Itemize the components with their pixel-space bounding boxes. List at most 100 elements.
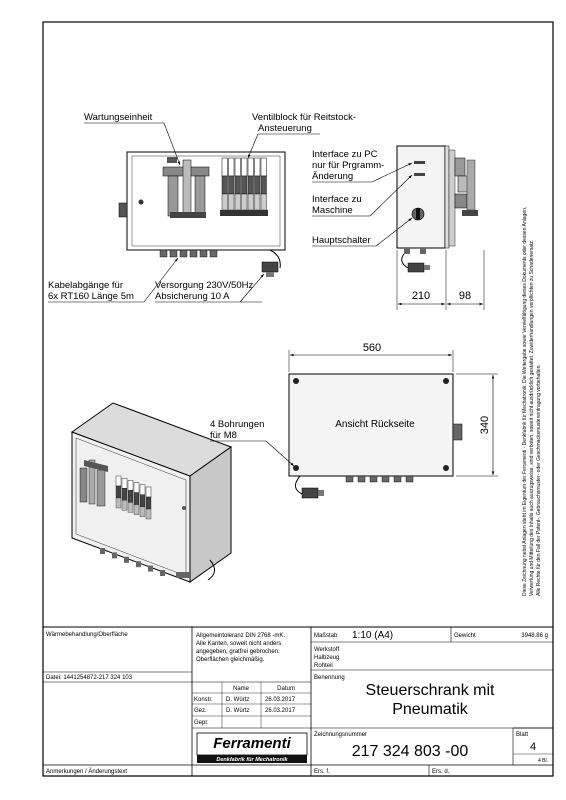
iso-valve-fitting [139, 506, 146, 517]
cable-glands-back [345, 475, 414, 483]
werkstoff-label: Werkstoff [314, 647, 339, 653]
cable-gland-icon [199, 249, 208, 258]
cabinet-back [288, 373, 454, 477]
back-view: Ansicht Rückseite [288, 373, 463, 499]
callout-interface-pc-1: Interface zu PC [312, 149, 378, 160]
iso-cable-glands [100, 548, 165, 576]
iso-valve-coil [115, 475, 122, 487]
isometric-view [70, 402, 233, 583]
copyright-note: Diese Zeichnung nebst Anlagen steht im E… [522, 207, 542, 596]
valve-fitting [234, 193, 241, 211]
valve-coil [254, 157, 261, 177]
iso-valve-fitting [121, 500, 128, 511]
valve-coil [234, 157, 241, 177]
gez-label: Gez. [194, 708, 207, 714]
callouts: Wartungseinheit Ventilblock für Reitstoc… [48, 112, 413, 467]
valve-block [220, 157, 268, 216]
cable-gland-icon [159, 249, 168, 258]
cable-glands-front [159, 249, 218, 258]
datum-header: Datum [277, 686, 295, 692]
dim-back-width: 560 [363, 342, 381, 354]
valve-body [254, 175, 261, 195]
dim-side-width: 210 [412, 290, 430, 302]
cable-gland-icon [369, 475, 378, 483]
machine-interface-connector [414, 173, 425, 176]
iso-valve-body [121, 488, 128, 501]
callout-wartungseinheit: Wartungseinheit [84, 112, 153, 123]
callout-versorgung-2: Absicherung 10 A [155, 291, 230, 302]
valve-body [234, 175, 241, 195]
copyright-note-line-2: Verwertung und Mitteilung des Inhalts au… [529, 240, 535, 596]
tolerance-line-4: Oberflächen gleichmäßig. [196, 657, 265, 663]
gez-date: 26.03.2017 [265, 708, 296, 714]
iso-valve-body [139, 494, 146, 507]
gez-name: D. Würtz [226, 708, 249, 714]
cable-gland-icon [357, 475, 366, 483]
massstab-label: Maßstab [314, 633, 338, 639]
ferramenti-logo: Ferramenti Denkfabrik für Mechatronik [196, 732, 308, 763]
iso-cable-gland-icon [100, 548, 105, 554]
iso-cable-gland-icon [112, 552, 117, 559]
iso-cable-gland-icon [160, 570, 165, 576]
cable-gland-icon [381, 475, 390, 483]
tolerance-line-3: angegeben, gratfrei gebrochen. [196, 649, 280, 655]
blatt-label: Blatt [516, 732, 528, 738]
callout-ventilblock-2: Ansteuerung [258, 123, 312, 134]
bore-hole-icon [293, 378, 299, 384]
cable-gland-icon [189, 249, 198, 258]
cable-gland-icon [393, 475, 402, 483]
drawing-title-line-1: Steuerschrank mit [366, 682, 495, 699]
ers-f-label: Ers. f. [314, 769, 330, 775]
cabinet-door [131, 155, 281, 247]
konstr-date: 26.03.2017 [265, 697, 296, 703]
valve-coil [228, 157, 235, 177]
konstr-label: Konstr. [194, 697, 213, 703]
valve-body [228, 175, 235, 195]
iso-valve-fitting [127, 502, 134, 513]
valve-body [241, 175, 248, 195]
side-pneumatic-unit [454, 157, 478, 216]
copyright-note-line-1: Diese Zeichnung nebst Anlagen steht im E… [522, 207, 528, 596]
iso-valve-coil [121, 478, 128, 489]
callout-bohrungen-1: 4 Bohrungen [210, 419, 264, 430]
iso-cable-gland-icon [148, 565, 153, 572]
valve-coil [260, 157, 267, 177]
power-plug-icon [261, 261, 279, 273]
cable-gland-icon [169, 249, 178, 258]
gewicht-value: 3948.86 g [521, 633, 548, 639]
iso-valve-coil [133, 482, 140, 493]
iso-valve-coil [127, 480, 134, 491]
valve-rail [220, 210, 268, 216]
iso-valve-fitting [133, 504, 140, 515]
massstab-value: 1:10 (A4) [352, 630, 393, 641]
datei-label: Datei: 1441254872-217 324 103 [46, 675, 133, 681]
valve-body [247, 175, 254, 195]
gewicht-label: Gewicht [454, 633, 476, 639]
iso-valve-body [115, 485, 122, 499]
valve-fitting [228, 193, 235, 211]
dim-side-depth: 98 [459, 290, 471, 302]
callout-versorgung-1: Versorgung 230V/50Hz [155, 280, 253, 291]
valve-body [221, 175, 228, 195]
back-plug-icon [301, 487, 319, 499]
valve-fitting [247, 193, 254, 211]
zeichnungsnummer-label: Zeichnungsnummer [314, 732, 367, 738]
waermebehandlung-label: Wärmebehandlung/Oberfläche [46, 632, 128, 638]
iso-cable-gland-icon [136, 561, 141, 568]
side-plug-icon [407, 262, 425, 273]
callout-kabel-2: 6x RT160 Länge 5m [48, 291, 134, 302]
side-dimensions: 210 98 [396, 250, 485, 310]
name-header: Name [233, 686, 250, 692]
cable-gland-icon [405, 475, 414, 483]
cable-gland-icon [209, 249, 218, 258]
cable-gland-icon [345, 475, 354, 483]
callout-interface-pc-3: Änderung [312, 171, 353, 182]
back-hinge [452, 423, 463, 441]
copyright-note-line-3: Alle Rechte für den Fall der Patent-, Ge… [536, 364, 542, 596]
ers-d-label: Ers. d. [432, 769, 450, 775]
drawing-number: 217 324 803 -00 [352, 743, 469, 760]
benennung-label: Benennung [314, 675, 345, 681]
blatt-total: 4 Bl. [538, 758, 548, 764]
power-cable [269, 249, 281, 269]
